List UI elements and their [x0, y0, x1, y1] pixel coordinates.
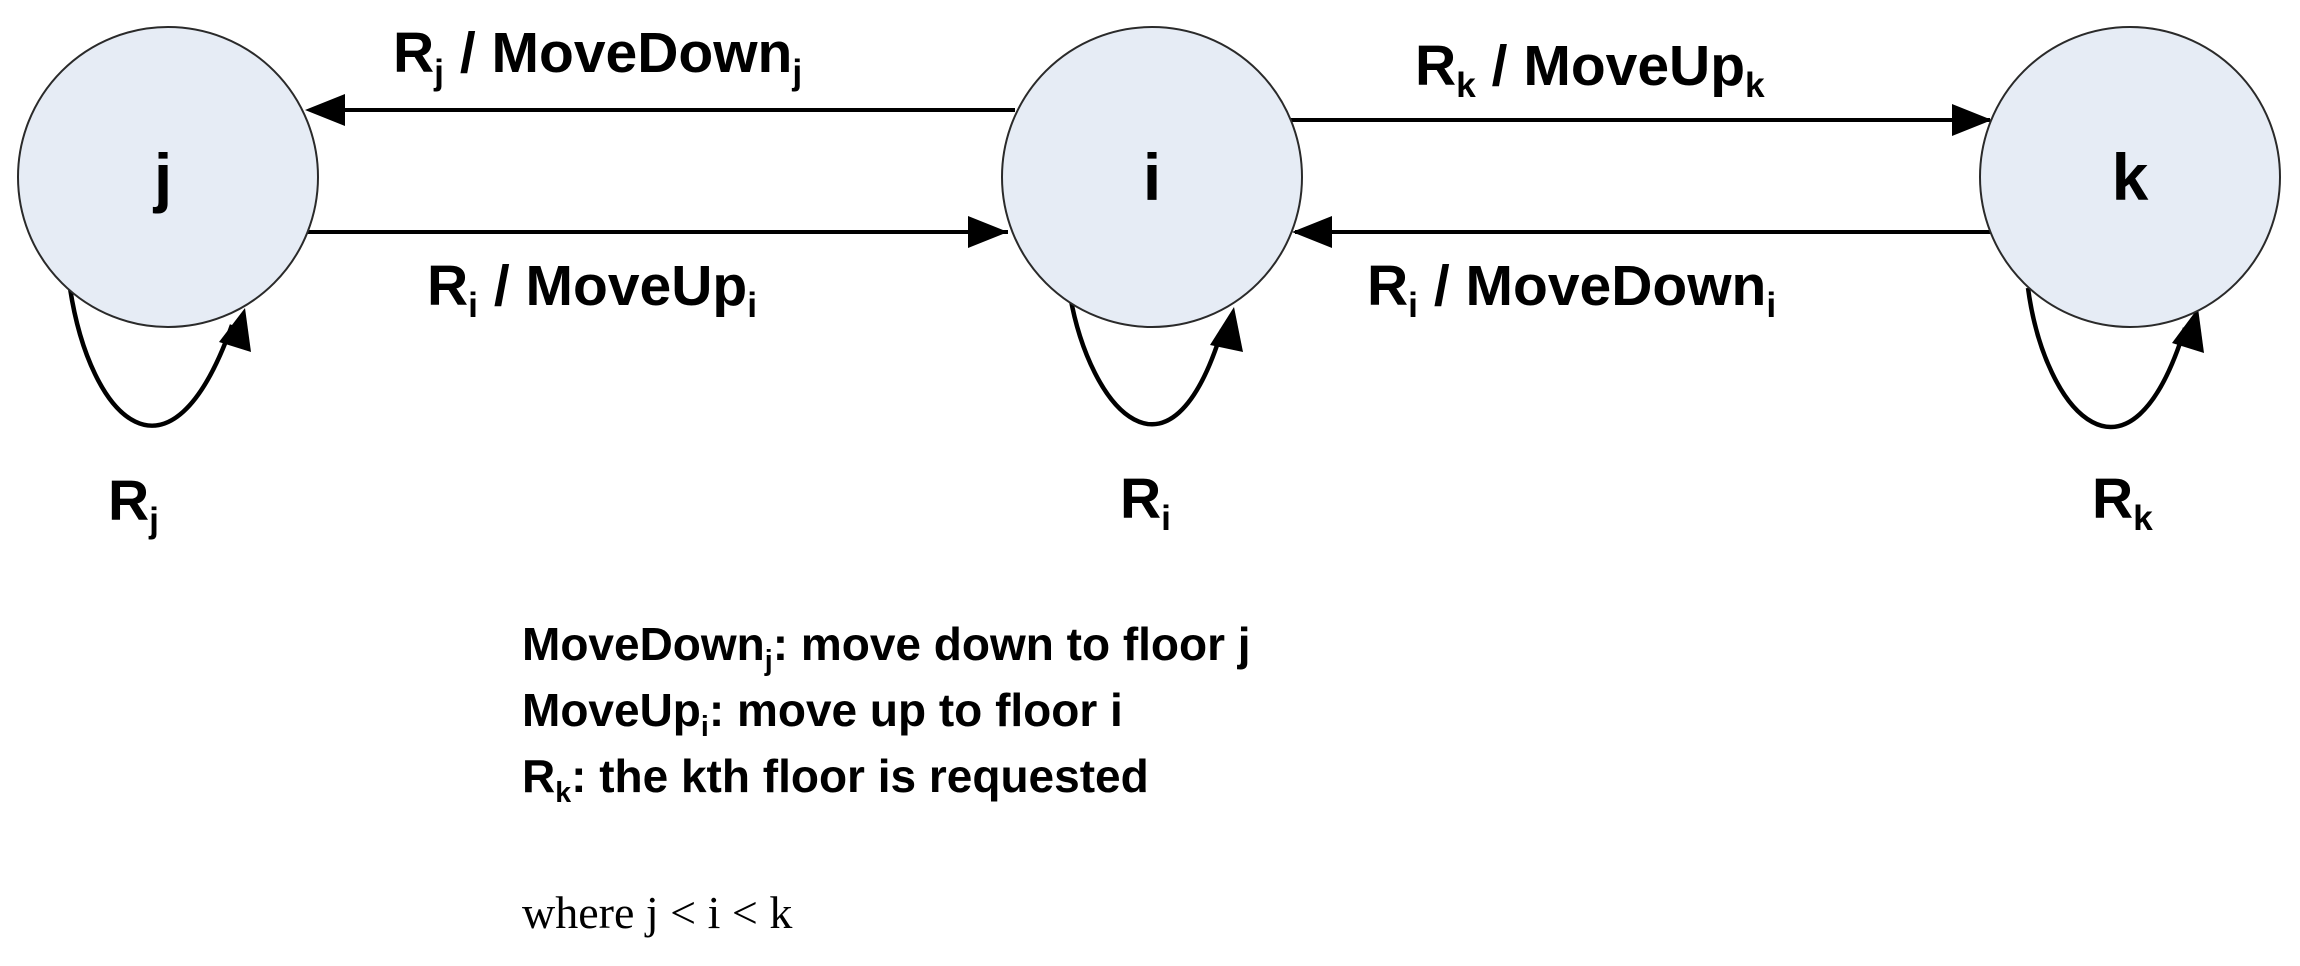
self-loop-j-label: Rj [108, 469, 159, 540]
legend-item-moveup: MoveUpi: move up to floor i [522, 684, 1123, 743]
legend-term-sub: i [701, 711, 709, 743]
edge-j-to-i-action: MoveUp [526, 254, 748, 318]
edge-i-to-k-action: MoveUp [1523, 34, 1745, 98]
self-loop-k-event-sub: k [2133, 499, 2153, 538]
self-loop-j-arrowhead [219, 308, 251, 352]
self-loop-i-path [1067, 294, 1225, 427]
edge-k-to-i-action-sub: i [1766, 286, 1776, 325]
edge-j-to-i-label: Ri / MoveUpi [427, 254, 757, 325]
state-k-label: k [2112, 140, 2149, 214]
edge-i-to-j-event: R [393, 21, 434, 85]
edge-i-to-j-separator: / [444, 21, 492, 85]
edge-k-to-i-separator: / [1418, 254, 1466, 318]
state-k: k [1979, 26, 2281, 328]
self-loop-j-path [67, 287, 235, 428]
edge-i-to-k-action-sub: k [1745, 66, 1765, 105]
edge-k-to-i-arrowhead [1292, 216, 1332, 248]
edge-i-to-j-event-sub: j [433, 53, 444, 92]
self-loop-j-event-sub: j [148, 501, 159, 540]
edge-k-to-i-event-sub: i [1408, 286, 1418, 325]
state-j-label: j [152, 140, 172, 214]
legend-item-movedown: MoveDownj: move down to floor j [522, 618, 1251, 677]
legend-term: MoveUp [522, 684, 701, 736]
edge-j-to-i-action-sub: i [747, 286, 757, 325]
self-loop-i-event-sub: i [1161, 499, 1171, 538]
edge-i-to-k-separator: / [1476, 34, 1524, 98]
edge-i-to-k-event-sub: k [1456, 66, 1476, 105]
legend-definition: : move down to floor j [773, 618, 1251, 670]
edge-j-to-i-arrowhead [968, 216, 1008, 248]
self-loop-k-arrowhead [2172, 308, 2204, 353]
legend-term: R [522, 750, 555, 802]
legend-definition: : the kth floor is requested [571, 750, 1149, 802]
edge-i-to-j-action: MoveDown [492, 21, 793, 85]
state-i: i [1001, 26, 1303, 328]
edge-i-to-j-label: Rj / MoveDownj [393, 21, 802, 92]
self-loop-k-event: R [2092, 467, 2133, 531]
edge-i-to-k-label: Rk / MoveUpk [1415, 34, 1765, 105]
self-loop-k-label: Rk [2092, 467, 2153, 538]
self-loop-i-label: Ri [1120, 467, 1171, 538]
legend-definition: : move up to floor i [709, 684, 1123, 736]
legend-item-request: Rk: the kth floor is requested [522, 750, 1149, 809]
edge-i-to-j-action-sub: j [791, 53, 802, 92]
edge-j-to-i-event: R [427, 254, 468, 318]
ordering-note: where j < i < k [522, 887, 792, 938]
edge-i-to-k-event: R [1415, 34, 1456, 98]
self-loop-j-event: R [108, 469, 149, 533]
self-loop-i-event: R [1120, 467, 1161, 531]
self-loop-i-arrowhead [1210, 307, 1243, 352]
legend-term-sub: j [764, 645, 773, 677]
edge-k-to-i-action: MoveDown [1466, 254, 1767, 318]
legend-term: MoveDown [522, 618, 765, 670]
edge-i-to-j-arrowhead [305, 94, 345, 126]
edge-i-to-k-arrowhead [1952, 104, 1992, 136]
edge-k-to-i-label: Ri / MoveDowni [1367, 254, 1776, 325]
legend-term-sub: k [555, 777, 571, 809]
edge-k-to-i-event: R [1367, 254, 1408, 318]
edge-j-to-i-event-sub: i [468, 286, 478, 325]
state-i-label: i [1143, 140, 1161, 214]
edge-j-to-i-separator: / [478, 254, 526, 318]
self-loop-k-path [2025, 287, 2188, 430]
state-j: j [17, 26, 319, 328]
